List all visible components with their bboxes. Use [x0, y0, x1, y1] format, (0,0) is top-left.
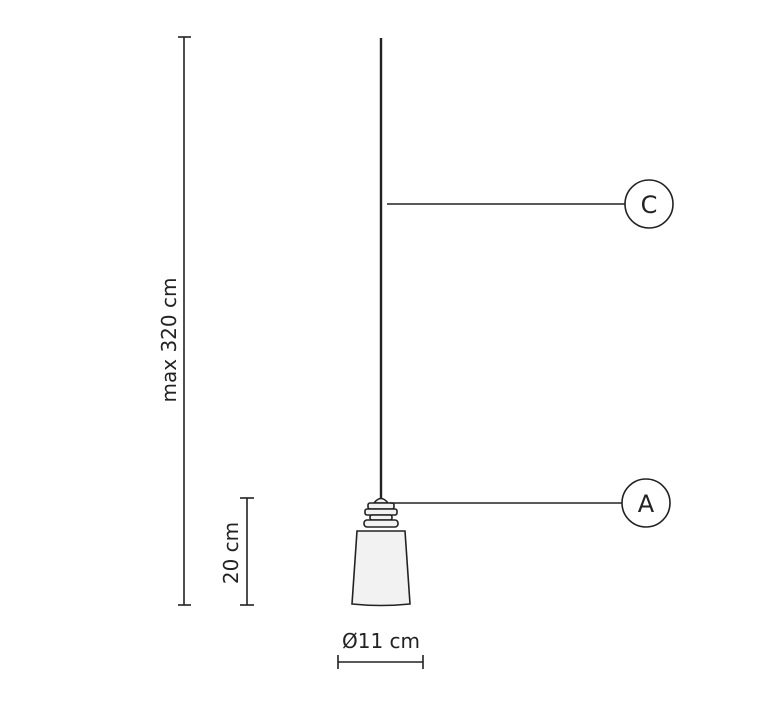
- lamp-ring-4: [363, 519, 399, 528]
- overall-height-label: max 320 cm: [157, 278, 181, 403]
- callout-cable-letter: C: [641, 191, 658, 219]
- callout-cable: C: [387, 179, 674, 229]
- callout-lamp-circle: [621, 478, 671, 528]
- overall-height-dimension: max 320 cm: [157, 36, 191, 606]
- lamp-head: [351, 497, 411, 607]
- lamp-ring-1: [367, 502, 395, 510]
- diameter-dimension: Ø11 cm: [337, 629, 424, 669]
- shade-height-label: 20 cm: [219, 522, 243, 584]
- shade-height-dimension: 20 cm: [219, 497, 254, 606]
- callout-cable-circle: [624, 179, 674, 229]
- callout-lamp-letter: A: [638, 490, 655, 518]
- lamp-shade: [351, 530, 411, 607]
- diameter-label: Ø11 cm: [342, 629, 420, 653]
- lamp-ring-2: [364, 508, 398, 516]
- callout-lamp: A: [390, 478, 671, 528]
